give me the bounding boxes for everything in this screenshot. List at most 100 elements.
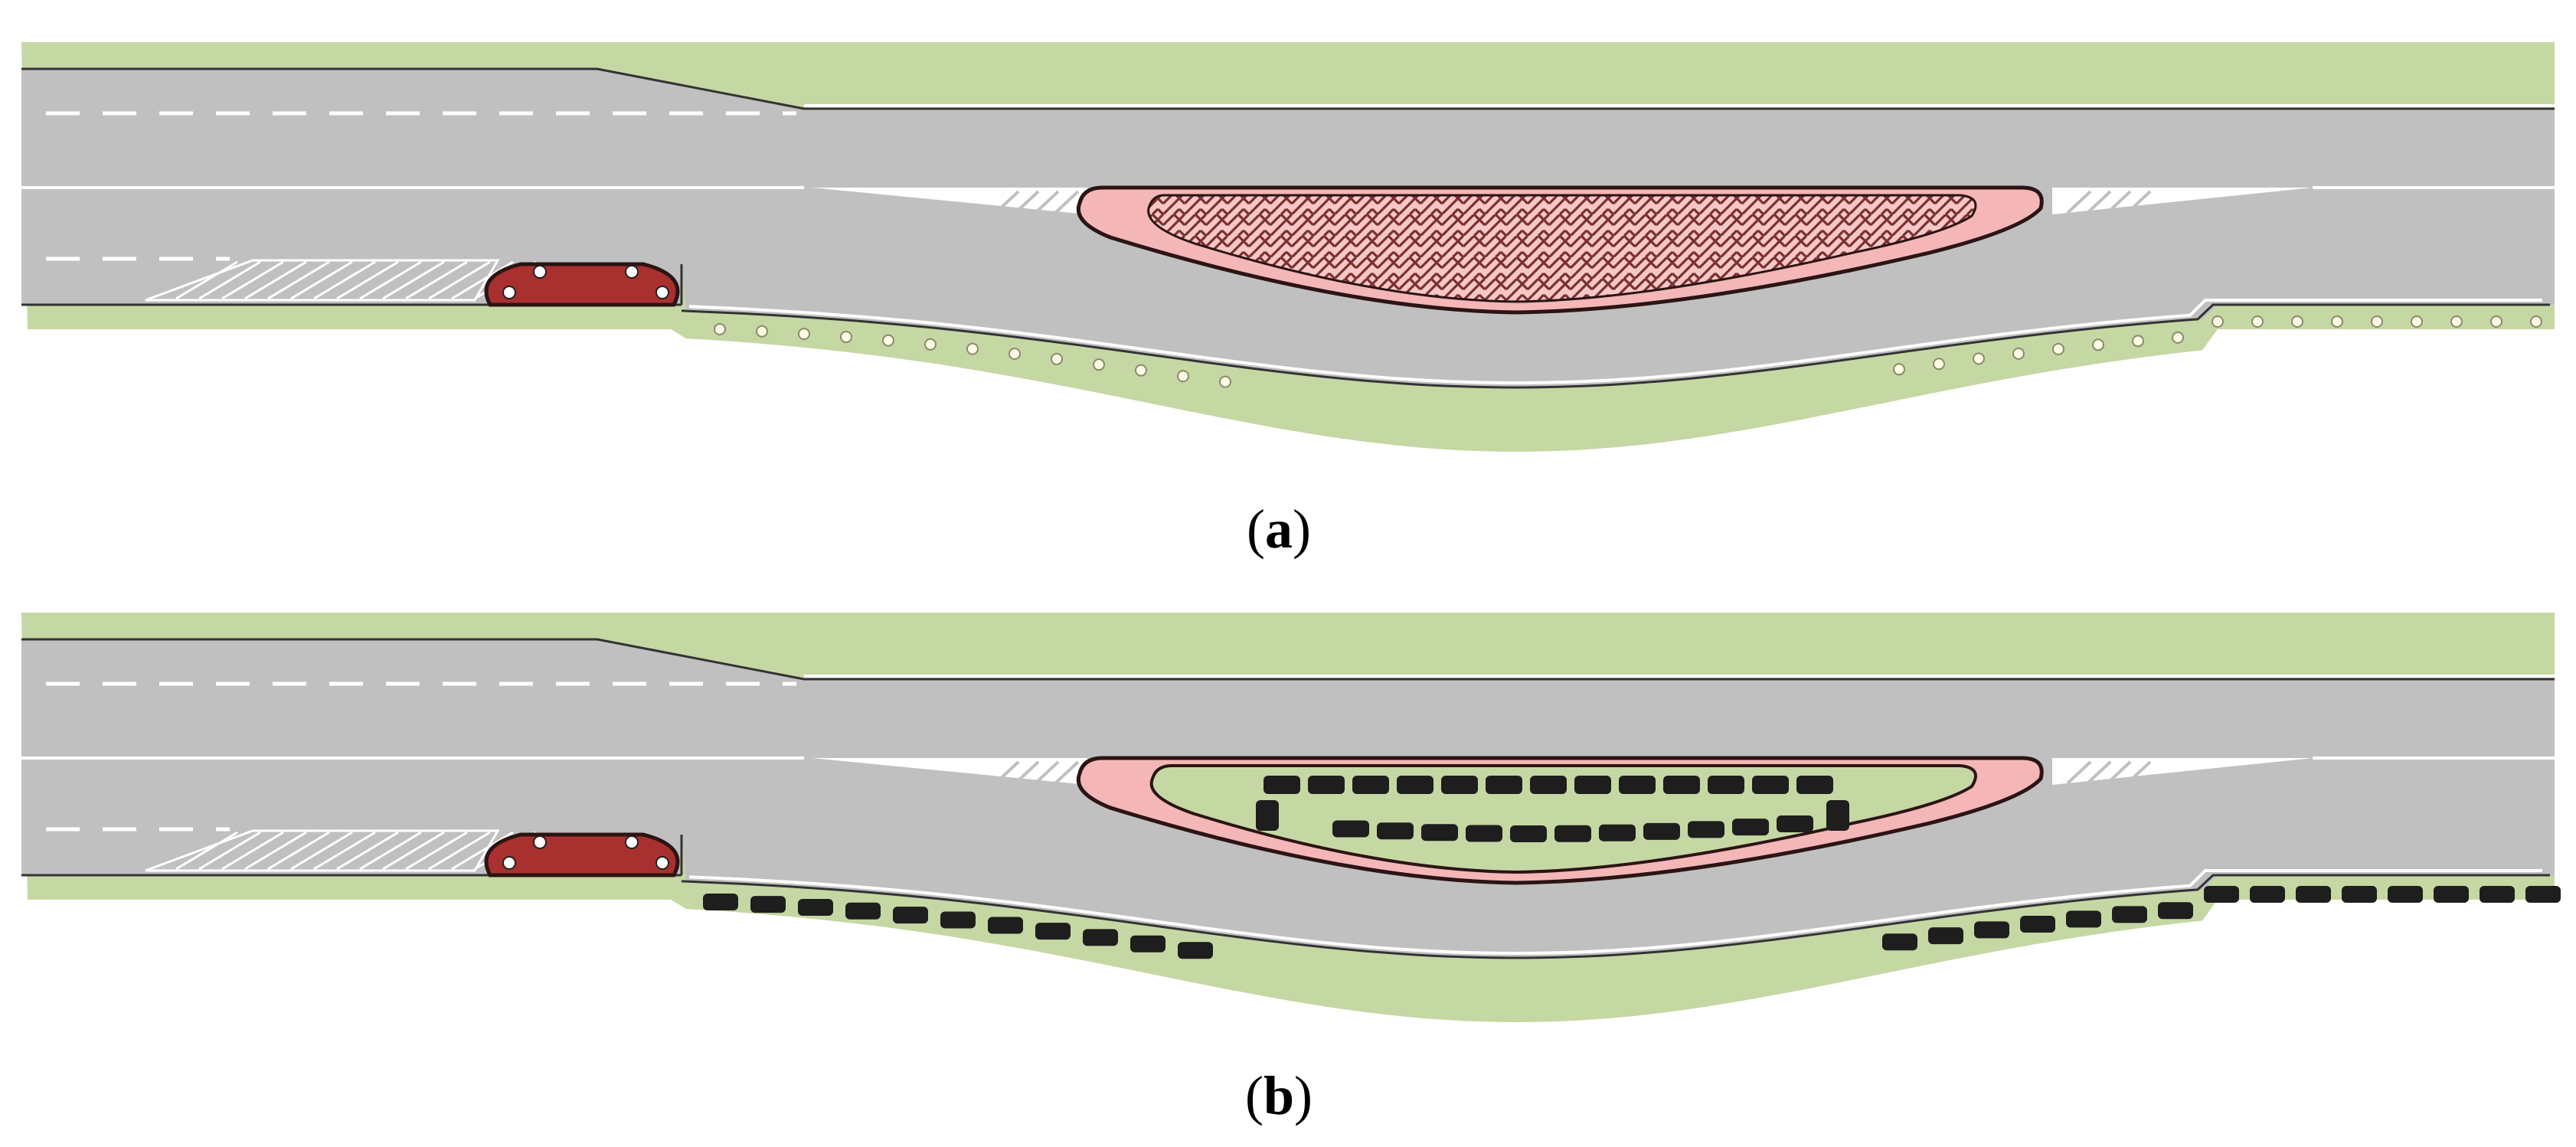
hatch-stroke (405, 831, 468, 871)
caption-b-close: ) (1294, 1065, 1313, 1126)
reflector-post (1893, 363, 1905, 376)
reflector-post (882, 334, 894, 347)
shrub (1752, 776, 1789, 794)
bulb-marker (502, 856, 516, 870)
hatch-stroke (175, 260, 238, 300)
hatch-stroke (290, 260, 353, 300)
left-gore-hatch (994, 190, 1020, 214)
bypass-outer-edge (681, 874, 2550, 959)
shrub (940, 911, 976, 929)
hatch-stroke (405, 260, 468, 300)
reflector-post (1219, 375, 1231, 388)
shrub (1486, 776, 1522, 794)
shrub (1035, 923, 1071, 940)
hatch-stroke (244, 831, 307, 871)
left-gore-hatch (1014, 190, 1040, 214)
reflector-post (1051, 352, 1063, 365)
reflector-post (2132, 335, 2144, 348)
right-gore-marking (2052, 188, 2313, 214)
reflector-post (1008, 348, 1021, 361)
right-gore-hatch (2106, 760, 2132, 785)
hatch-stroke (359, 831, 422, 871)
reflector-post (2291, 315, 2303, 328)
shrub (1130, 935, 1165, 953)
hatch-stroke (451, 831, 514, 871)
bulb-marker (502, 286, 516, 299)
shrub (2480, 886, 2515, 903)
left-gore-hatch (1034, 190, 1060, 214)
left-gore-marking (812, 188, 1087, 214)
reflector-post (966, 342, 979, 355)
reflector-post (1177, 370, 1189, 383)
shrub (1308, 776, 1345, 794)
reflector-post (2490, 315, 2502, 328)
shrub (1554, 825, 1591, 842)
shrub (1826, 800, 1849, 831)
shrub (1397, 776, 1433, 794)
shrub (2020, 916, 2055, 933)
shrub (1708, 776, 1744, 794)
shrub (2204, 886, 2239, 903)
reflector-post (1973, 352, 1985, 365)
shrub (1928, 927, 1963, 945)
left-gore-marking (812, 758, 1087, 785)
shrub (750, 896, 786, 913)
hatch-stroke (428, 260, 491, 300)
hatch-stroke (428, 831, 491, 871)
left-hatch-area (145, 829, 537, 872)
hatch-stroke (336, 260, 399, 300)
bulb-marker (655, 286, 669, 299)
panel-a-road-diagram (21, 42, 2555, 452)
panel-b-road-diagram (21, 613, 2561, 1022)
left-gore-hatch (1034, 760, 1060, 785)
right-gore-hatch (2126, 760, 2152, 785)
shrub (1663, 776, 1700, 794)
reflector-post (2331, 315, 2343, 328)
shrub (1974, 921, 2009, 939)
bulb-marker (533, 835, 547, 849)
shrub (1732, 819, 1769, 836)
shrub (1599, 824, 1636, 841)
left-hatch-area (145, 259, 537, 302)
shrub (703, 894, 738, 911)
bulb-marker (655, 856, 669, 870)
reflector-post (2371, 315, 2383, 328)
hatch-stroke (244, 260, 307, 300)
shrub (893, 907, 928, 924)
shrub (2296, 886, 2331, 903)
right-gore-hatch (2066, 760, 2092, 785)
north-road-edge (21, 67, 2555, 110)
shrub (2112, 906, 2147, 923)
shrub (1619, 776, 1656, 794)
left-kerb-bulb (484, 262, 680, 307)
reflector-post (714, 323, 726, 336)
shrub (1688, 821, 1724, 838)
left-kerb-bulb (484, 832, 680, 877)
bypass-edge-line (688, 869, 2542, 956)
hatch-stroke (313, 260, 376, 300)
shrub (1377, 822, 1414, 840)
hatch-stroke (382, 260, 445, 300)
caption-a-letter: a (1265, 498, 1293, 560)
right-gore-hatch (2086, 190, 2112, 214)
shrub (1777, 815, 1813, 833)
shrub (1178, 942, 1213, 959)
caption-a-open: ( (1247, 498, 1265, 560)
shrub (1352, 776, 1389, 794)
reflector-posts (714, 315, 2542, 388)
reflector-post (2212, 315, 2224, 328)
island-shrubs (1256, 776, 1849, 842)
shrub (1083, 929, 1118, 946)
reflector-post (798, 328, 810, 341)
hatch-stroke (313, 831, 376, 871)
bulb-marker (533, 265, 547, 279)
island-herringbone-paving (1147, 194, 1977, 303)
caption-b-open: ( (1244, 1065, 1263, 1126)
shrub (988, 917, 1023, 934)
bypass-edge-line (688, 299, 2542, 385)
shrub (845, 902, 881, 920)
reflector-post (2411, 315, 2423, 328)
hatch-stroke (175, 831, 238, 871)
right-gore-hatch (2106, 190, 2132, 214)
